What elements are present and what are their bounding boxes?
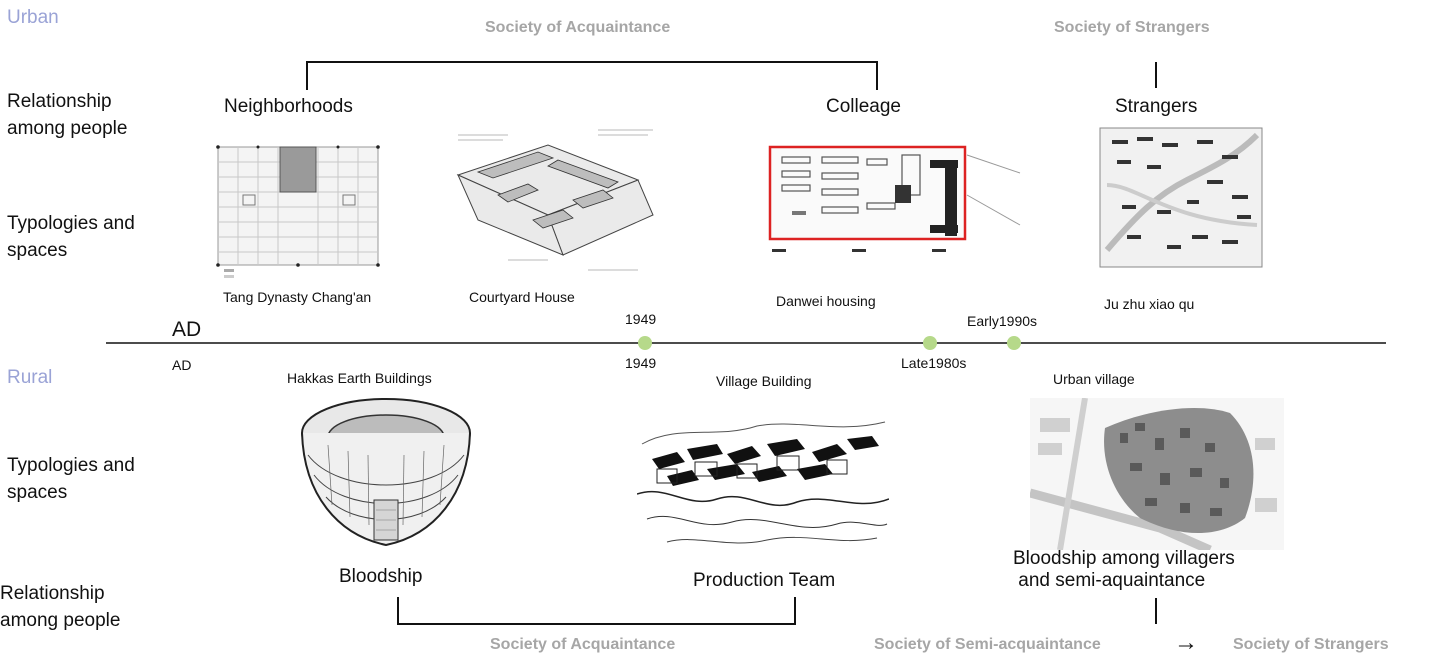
rural-typology-label: Typologies and spaces — [7, 455, 135, 503]
danwei-housing-plan-image — [768, 145, 1021, 252]
relation-villagers: Bloodship among villagers and semi-aquai… — [1013, 548, 1235, 591]
rural-category-label: Rural — [7, 367, 53, 388]
caption-danwei-housing: Danwei housing — [776, 293, 876, 309]
rural-relationship-label: Relationship among people — [0, 583, 121, 631]
caption-hakkas-earth-buildings: Hakkas Earth Buildings — [287, 370, 432, 386]
urban-category-label: Urban — [7, 7, 59, 28]
rural-society-acquaintance: Society of Acquaintance — [490, 636, 676, 653]
rural-society-strangers: Society of Strangers — [1233, 636, 1389, 653]
village-building-image — [637, 421, 889, 544]
rural-acquaintance-bracket — [397, 597, 796, 625]
relation-strangers: Strangers — [1115, 96, 1198, 117]
tang-changan-plan-image — [216, 145, 380, 278]
courtyard-house-image — [456, 129, 654, 271]
relation-bloodship: Bloodship — [339, 566, 423, 587]
urban-acquaintance-bracket — [306, 61, 878, 90]
relation-production-team: Production Team — [693, 570, 836, 591]
relation-neighborhoods: Neighborhoods — [224, 96, 353, 117]
timeline-dot-1949 — [638, 336, 652, 350]
ju-zhu-xiao-qu-plan-image — [1099, 127, 1263, 268]
timeline-dot-late1980s — [923, 336, 937, 350]
caption-courtyard-house: Courtyard House — [469, 289, 575, 305]
timeline-dot-early1990s — [1007, 336, 1021, 350]
urban-society-strangers: Society of Strangers — [1054, 19, 1210, 36]
urban-village-plan-image — [1030, 398, 1284, 550]
timeline-1949-top: 1949 — [625, 311, 657, 327]
timeline-late1980s: Late1980s — [901, 355, 967, 371]
caption-ju-zhu-xiao-qu: Ju zhu xiao qu — [1104, 296, 1195, 312]
arrow-icon: → — [1174, 629, 1198, 656]
hakka-earth-building-image — [301, 398, 471, 547]
caption-urban-village: Urban village — [1053, 371, 1135, 387]
caption-tang-changan: Tang Dynasty Chang'an — [223, 289, 372, 305]
caption-village-building: Village Building — [716, 373, 812, 389]
relation-colleage: Colleage — [826, 96, 901, 117]
rural-society-semi-acquaintance: Society of Semi-acquaintance — [874, 636, 1101, 653]
timeline-1949-bottom: 1949 — [625, 355, 657, 371]
urban-typology-label: Typologies and spaces — [7, 213, 135, 261]
timeline-early1990s: Early1990s — [967, 313, 1038, 329]
urban-society-acquaintance: Society of Acquaintance — [485, 19, 671, 36]
timeline-ad-bottom: AD — [172, 357, 192, 373]
timeline-ad-top: AD — [172, 318, 202, 341]
urban-relationship-label: Relationship among people — [7, 91, 128, 139]
